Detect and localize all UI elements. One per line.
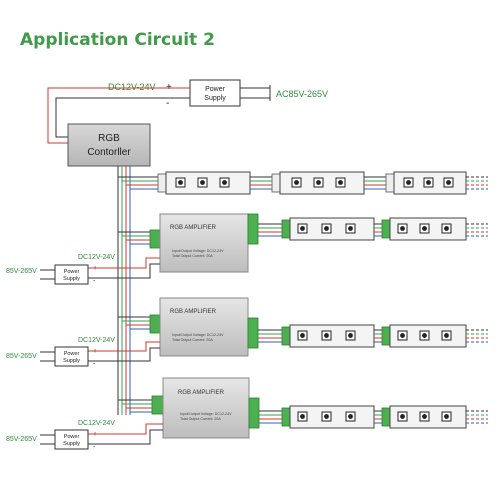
- amp-power-supply-line2: Supply: [63, 441, 80, 447]
- main-power-supply-line1: Power: [205, 86, 226, 93]
- amplifier-spec-current: Total Output Current: 20A: [180, 417, 221, 421]
- amp-output-terminal: [247, 213, 259, 245]
- diagram-title: Application Circuit 2: [20, 30, 215, 50]
- amp-ac-label: 85V-265V: [6, 436, 37, 443]
- amp-ac-label: 85V-265V: [6, 268, 37, 275]
- amp-output-terminal: [247, 317, 259, 349]
- main-minus-sign: -: [166, 98, 169, 109]
- amp-minus-sign: -: [93, 278, 96, 285]
- amp-power-supply-box: [54, 346, 89, 367]
- amp-minus-sign: -: [93, 444, 96, 451]
- amp-minus-sign: -: [93, 361, 96, 368]
- amplifier-spec-voltage: Input/Output Voltage: DC12-24V: [172, 333, 224, 337]
- main-power-section: DC12V-24V + - Power Supply AC85V-265V: [47, 79, 328, 144]
- amplifier-title: RGB AMPLIFIER: [170, 309, 217, 315]
- controller-label-line2: Contorller: [87, 147, 131, 158]
- amplifier-spec-current: Total Output Current: 20A: [172, 254, 213, 258]
- controller-label-line1: RGB: [98, 133, 120, 144]
- amp-power-supply-box: [54, 429, 89, 450]
- main-dc-label: DC12V-24V: [108, 82, 156, 92]
- amplifier-box: [159, 297, 249, 357]
- controller-bus-wires: [117, 166, 160, 415]
- amp-power-supply-line2: Supply: [63, 358, 80, 364]
- amp-dc-label: DC12V-24V: [78, 420, 115, 427]
- amplifier-block-1: RGB AMPLIFIER Input/Output Voltage: DC12…: [6, 213, 488, 285]
- strip-connector: [157, 173, 167, 193]
- strip-connector: [271, 173, 281, 193]
- amplifier-box: [162, 377, 250, 439]
- amplifier-spec-voltage: Input/Output Voltage: DC12-24V: [180, 412, 232, 416]
- main-ac-label: AC85V-265V: [276, 89, 328, 99]
- amplifier-block-2: RGB AMPLIFIER Input/Output Voltage: DC12…: [6, 297, 488, 368]
- amp-power-supply-line2: Supply: [63, 276, 80, 282]
- strip-connector: [385, 173, 395, 193]
- amplifier-title: RGB AMPLIFIER: [170, 225, 217, 231]
- amplifier-spec-voltage: Input/Output Voltage: DC12-24V: [172, 249, 224, 253]
- amp-power-supply-box: [54, 264, 89, 285]
- amplifier-block-3: RGB AMPLIFIER Input/Output Voltage: DC12…: [6, 377, 488, 451]
- rgb-controller: RGB Contorller: [67, 123, 151, 167]
- amp-power-supply-line1: Power: [64, 434, 80, 440]
- strip-row-top: [157, 171, 488, 195]
- amp-dc-label: DC12V-24V: [78, 337, 115, 344]
- amp-dc-label: DC12V-24V: [78, 254, 115, 261]
- main-power-supply-line2: Supply: [204, 95, 226, 102]
- main-power-supply-box: [189, 79, 241, 107]
- amp-input-terminal: [151, 395, 165, 415]
- controller-box: [67, 123, 151, 167]
- amplifier-title: RGB AMPLIFIER: [178, 390, 225, 396]
- amp-ac-label: 85V-265V: [6, 353, 37, 360]
- amp-power-supply-line1: Power: [64, 269, 80, 275]
- amplifier-box: [159, 213, 249, 273]
- amp-power-supply-line1: Power: [64, 351, 80, 357]
- amp-output-terminal: [248, 397, 260, 429]
- amplifier-spec-current: Total Output Current: 20A: [172, 338, 213, 342]
